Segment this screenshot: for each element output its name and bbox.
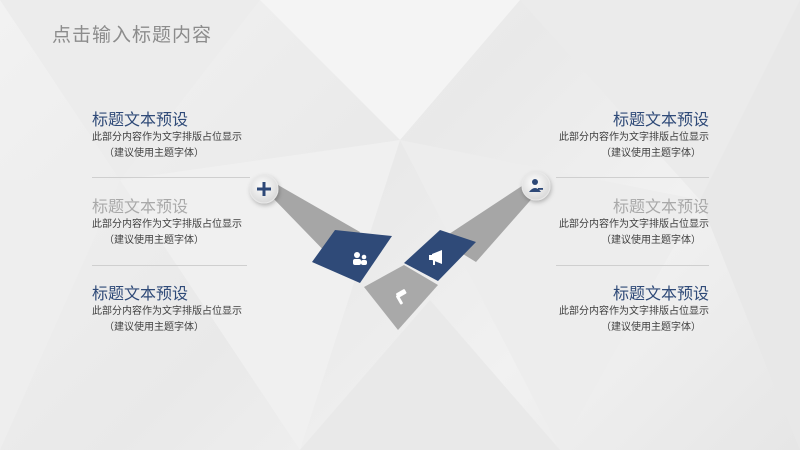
right-item-1-note: （建议使用主题字体） [601,148,701,159]
right-item-3-note: （建议使用主题字体） [601,322,701,333]
left-item-2: 标题文本预设 此部分内容作为文字排版占位显示 （建议使用主题字体） [92,197,282,249]
megaphone-icon [429,250,442,265]
left-item-1-title: 标题文本预设 [92,110,189,129]
bottom-gray-panel [364,265,438,330]
left-item-1-desc: 此部分内容作为文字排版占位显示 [92,132,242,143]
right-item-2-desc: 此部分内容作为文字排版占位显示 [559,219,709,230]
right-item-1-title: 标题文本预设 [612,110,709,129]
left-divider-2 [92,265,247,266]
left-divider-1 [92,177,250,178]
right-item-2-title: 标题文本预设 [612,197,709,216]
right-divider-2 [556,265,709,266]
hammer-icon [396,289,407,305]
left-blue-panel [312,230,392,283]
plus-icon [249,174,279,204]
left-item-2-note: （建议使用主题字体） [104,235,204,246]
right-item-2: 标题文本预设 此部分内容作为文字排版占位显示 （建议使用主题字体） [519,197,709,249]
left-item-1-note: （建议使用主题字体） [104,148,204,159]
person-icon [521,171,551,201]
right-item-3: 标题文本预设 此部分内容作为文字排版占位显示 （建议使用主题字体） [519,284,709,336]
left-item-3-desc: 此部分内容作为文字排版占位显示 [92,306,242,317]
left-item-3: 标题文本预设 此部分内容作为文字排版占位显示 （建议使用主题字体） [92,284,282,336]
slide-title: 点击输入标题内容 [52,24,213,46]
right-item-1: 标题文本预设 此部分内容作为文字排版占位显示 （建议使用主题字体） [519,110,709,162]
left-item-3-note: （建议使用主题字体） [104,322,204,333]
right-item-1-desc: 此部分内容作为文字排版占位显示 [559,132,709,143]
right-divider-1 [556,177,709,178]
people-icon [353,252,367,265]
left-item-1: 标题文本预设 此部分内容作为文字排版占位显示 （建议使用主题字体） [92,110,282,162]
right-item-3-desc: 此部分内容作为文字排版占位显示 [559,306,709,317]
left-item-2-desc: 此部分内容作为文字排版占位显示 [92,219,242,230]
left-item-2-title: 标题文本预设 [92,197,189,216]
right-item-2-note: （建议使用主题字体） [601,235,701,246]
left-item-3-title: 标题文本预设 [92,284,189,303]
right-item-3-title: 标题文本预设 [612,284,709,303]
